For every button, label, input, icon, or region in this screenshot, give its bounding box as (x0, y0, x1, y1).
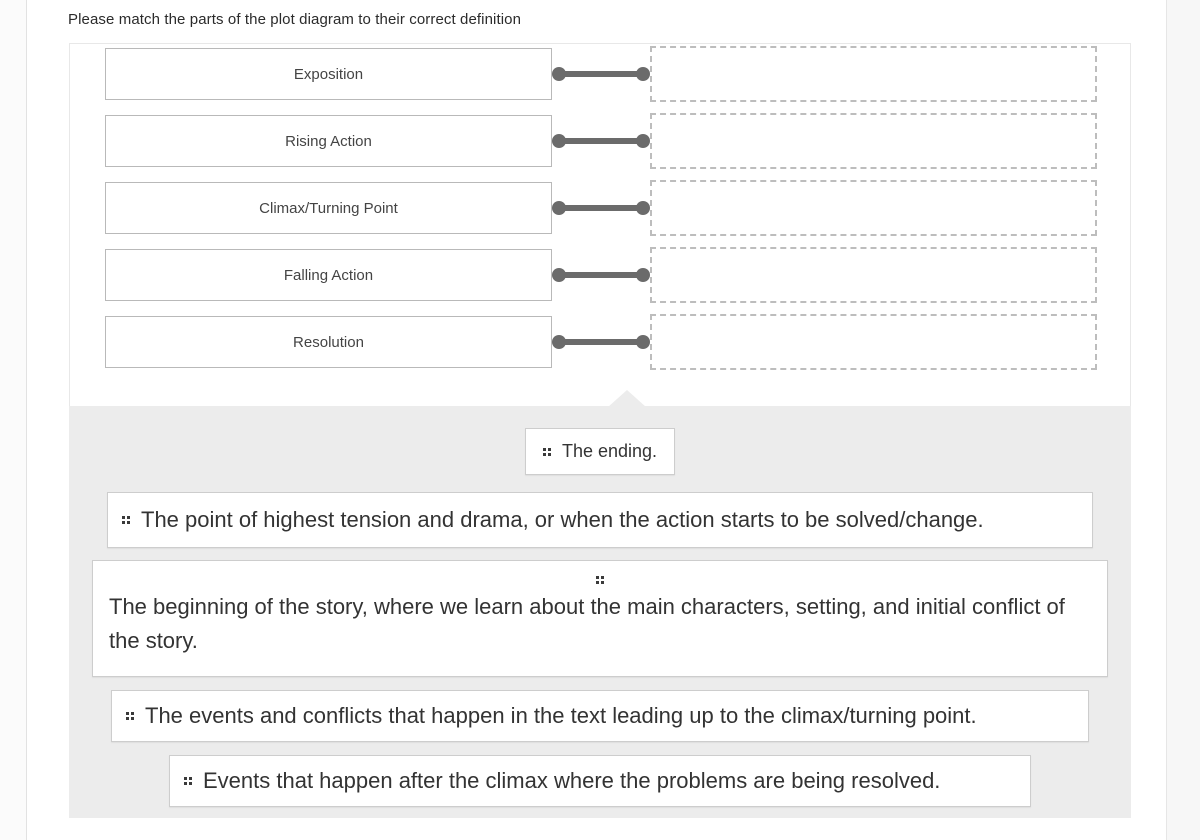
answer-bank: The ending. The point of highest tension… (69, 406, 1131, 818)
answer-chip-text: The beginning of the story, where we lea… (109, 594, 1065, 654)
connector-bar (558, 71, 644, 77)
drop-zone-resolution[interactable] (650, 314, 1097, 370)
panel-caret-icon (608, 390, 646, 407)
answer-chip-text: The ending. (561, 440, 658, 461)
right-gutter (1166, 0, 1200, 840)
drag-handle-wrapper (109, 561, 1091, 584)
drop-zone-falling-action[interactable] (650, 247, 1097, 303)
match-row: Resolution (70, 312, 1130, 379)
link-connector-icon[interactable] (552, 67, 650, 81)
connector-knob-right (636, 201, 650, 215)
answer-chip-text: The point of highest tension and drama, … (141, 506, 984, 532)
term-label: Resolution (293, 333, 364, 351)
drag-handle-icon[interactable] (542, 447, 551, 456)
connector-knob-right (636, 67, 650, 81)
connector-bar (558, 138, 644, 144)
answer-chip-rising-action[interactable]: The events and conflicts that happen in … (111, 690, 1089, 742)
connector-bar (558, 205, 644, 211)
link-connector-icon[interactable] (552, 335, 650, 349)
term-label: Rising Action (285, 132, 372, 150)
term-label: Falling Action (283, 266, 374, 284)
match-row: Rising Action (70, 111, 1130, 178)
link-connector-icon[interactable] (552, 268, 650, 282)
connector-bar (558, 339, 644, 345)
match-row: Exposition (70, 44, 1130, 111)
connector-knob-right (636, 268, 650, 282)
answer-chip-text: Events that happen after the climax wher… (203, 767, 941, 793)
page-title: Please match the parts of the plot diagr… (68, 11, 522, 28)
connector-bar (558, 272, 644, 278)
connector-knob-right (636, 134, 650, 148)
term-box-resolution[interactable]: Resolution (105, 316, 552, 368)
answer-chip-text: The events and conflicts that happen in … (145, 702, 977, 728)
drop-zone-rising-action[interactable] (650, 113, 1097, 169)
term-box-falling-action[interactable]: Falling Action (105, 249, 552, 301)
match-row: Falling Action (70, 245, 1130, 312)
connector-knob-right (636, 335, 650, 349)
drop-zone-climax[interactable] (650, 180, 1097, 236)
left-rail (0, 0, 27, 840)
match-row: Climax/Turning Point (70, 178, 1130, 245)
matching-panel: Exposition Rising Action (69, 43, 1131, 407)
link-connector-icon[interactable] (552, 134, 650, 148)
drop-zone-exposition[interactable] (650, 46, 1097, 102)
answer-chip-exposition[interactable]: The beginning of the story, where we lea… (92, 560, 1108, 677)
match-rows: Exposition Rising Action (70, 44, 1130, 379)
term-box-climax[interactable]: Climax/Turning Point (105, 182, 552, 234)
drag-handle-icon[interactable] (596, 576, 604, 584)
term-label: Exposition (293, 65, 364, 83)
link-connector-icon[interactable] (552, 201, 650, 215)
term-label: Climax/Turning Point (259, 199, 398, 217)
answer-chip-ending[interactable]: The ending. (524, 428, 676, 475)
drag-handle-icon[interactable] (126, 712, 134, 720)
drag-handle-icon[interactable] (184, 777, 192, 785)
content-area: Please match the parts of the plot diagr… (28, 0, 1166, 840)
drag-handle-icon[interactable] (122, 516, 130, 524)
answer-chip-falling-action[interactable]: Events that happen after the climax wher… (169, 755, 1031, 807)
term-box-rising-action[interactable]: Rising Action (105, 115, 552, 167)
answer-chip-climax[interactable]: The point of highest tension and drama, … (107, 492, 1093, 548)
term-box-exposition[interactable]: Exposition (105, 48, 552, 100)
